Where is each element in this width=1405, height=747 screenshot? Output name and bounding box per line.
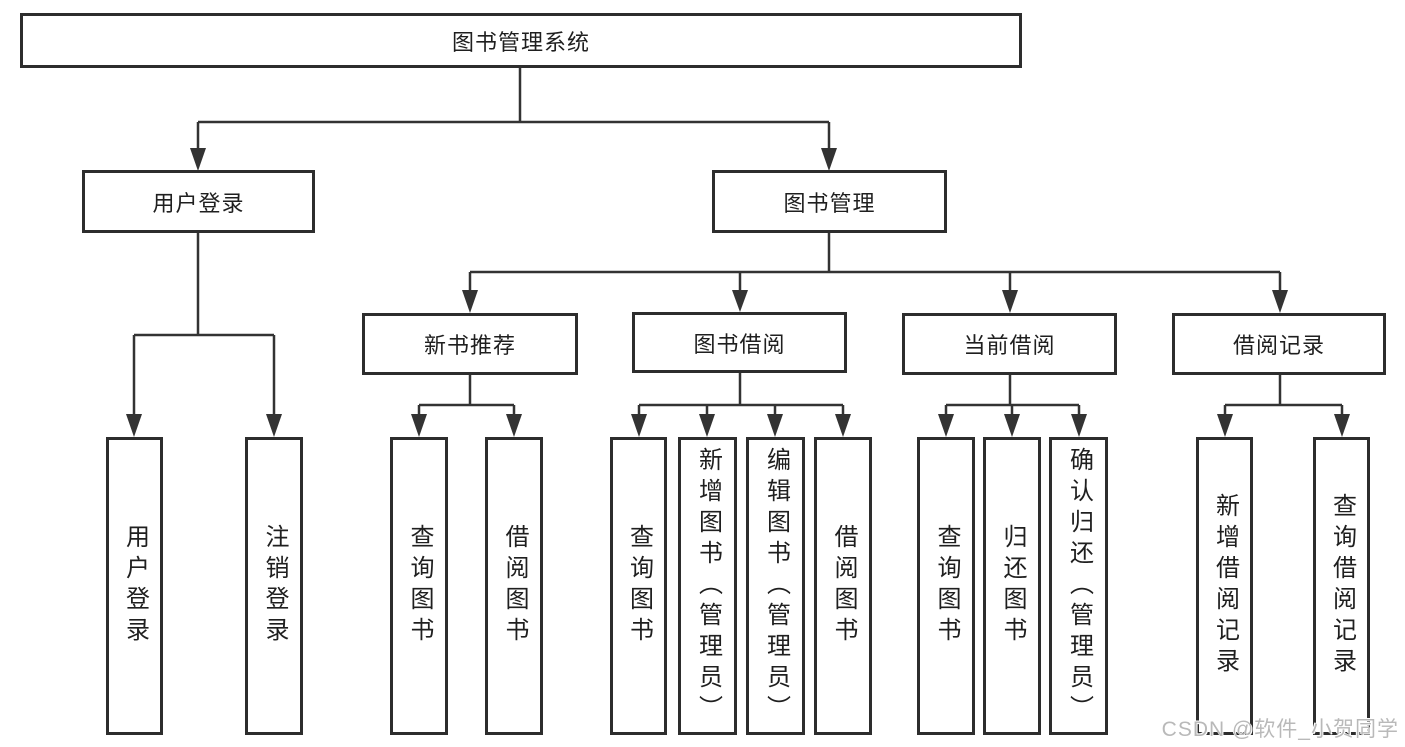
leaf-current-confirm-return-admin: 确认归还（管理员） [1049,437,1108,735]
leaf-label: 查询图书 [406,524,433,648]
leaf-recommend-borrow-books: 借阅图书 [485,437,543,735]
leaf-borrow-add-books-admin: 新增图书（管理员） [678,437,737,735]
node-user-login: 用户登录 [82,170,315,233]
node-new-book-recommend: 新书推荐 [362,313,578,375]
leaf-records-query-borrow-record: 查询借阅记录 [1313,437,1370,735]
leaf-label: 查询图书 [625,524,653,648]
leaf-label: 借阅图书 [830,524,857,648]
node-current-borrow: 当前借阅 [902,313,1117,375]
leaf-label: 确认归还（管理员） [1065,446,1093,726]
node-book-management: 图书管理 [712,170,947,233]
leaf-label: 用户登录 [121,524,149,648]
leaf-login-user-login: 用户登录 [106,437,163,735]
leaf-borrow-edit-books-admin: 编辑图书（管理员） [746,437,805,735]
leaf-records-add-borrow-record: 新增借阅记录 [1196,437,1253,735]
leaf-current-return-books: 归还图书 [983,437,1041,735]
leaf-label: 归还图书 [999,524,1026,648]
leaf-label: 新增借阅记录 [1211,493,1239,679]
leaf-label: 借阅图书 [501,524,528,648]
leaf-label: 注销登录 [261,524,288,648]
node-root-library-system: 图书管理系统 [20,13,1022,68]
node-book-borrow: 图书借阅 [632,312,847,373]
leaf-label: 查询图书 [933,524,960,648]
leaf-recommend-query-books: 查询图书 [390,437,448,735]
leaf-borrow-borrow-books: 借阅图书 [814,437,872,735]
csdn-watermark: CSDN @软件_小贺同学 [1161,718,1399,741]
leaf-label: 查询借阅记录 [1328,493,1356,679]
leaf-label: 新增图书（管理员） [694,446,722,726]
leaf-login-logout: 注销登录 [245,437,303,735]
leaf-borrow-query-books: 查询图书 [610,437,667,735]
leaf-label: 编辑图书（管理员） [762,446,790,726]
node-borrow-records: 借阅记录 [1172,313,1386,375]
leaf-current-query-books: 查询图书 [917,437,975,735]
